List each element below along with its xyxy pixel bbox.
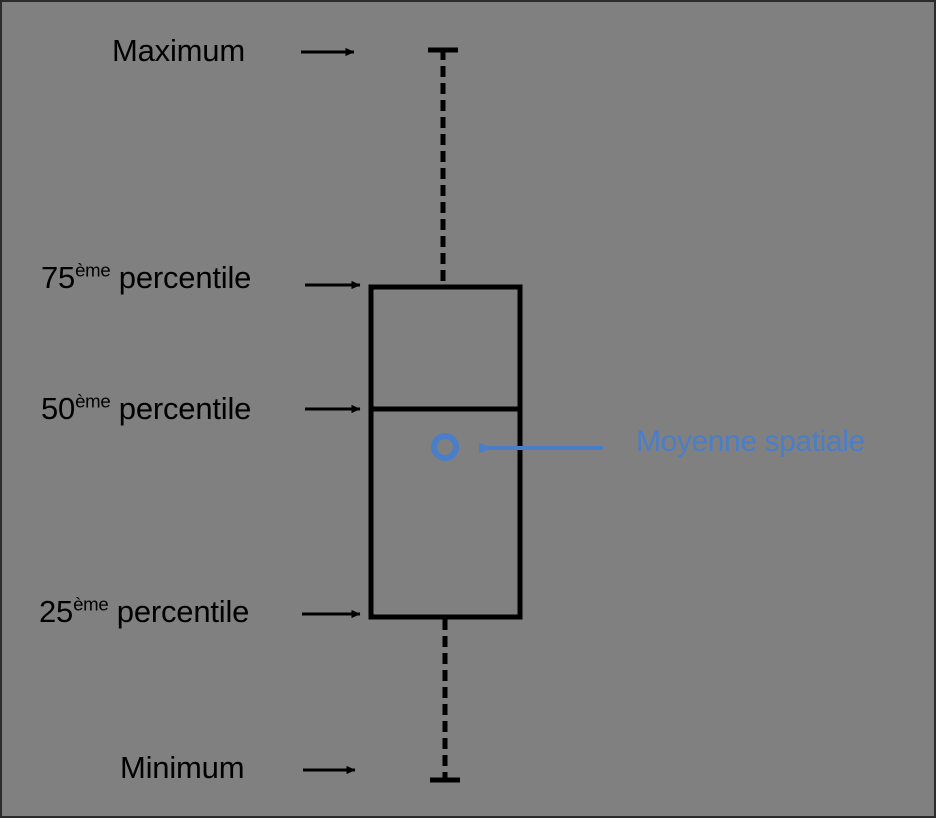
label-p75-ordinal-suffix: ème (75, 259, 111, 281)
label-maximum: Maximum (112, 35, 245, 66)
label-p75-percentile: 75ème percentile (41, 259, 252, 295)
label-p25-ordinal-suffix: ème (73, 593, 109, 615)
mean-circle-marker (431, 433, 459, 461)
label-p25-number: 25 (39, 594, 74, 629)
label-p25-word: percentile (108, 594, 250, 629)
label-p50-word: percentile (110, 391, 252, 426)
label-minimum-text: Minimum (120, 750, 245, 785)
label-p75-word: percentile (110, 260, 252, 295)
label-p75-number: 75 (41, 260, 76, 295)
label-p50-ordinal-suffix: ème (75, 390, 111, 412)
label-p50-number: 50 (41, 391, 76, 426)
label-spatial-mean-text: Moyenne spatiale (636, 425, 865, 458)
label-p25-percentile: 25ème percentile (39, 593, 250, 629)
label-minimum: Minimum (120, 750, 245, 785)
interquartile-box (368, 284, 523, 620)
label-p50-percentile: 50ème percentile (41, 390, 252, 426)
label-spatial-mean: Moyenne spatiale (636, 427, 865, 457)
label-maximum-text: Maximum (112, 33, 245, 68)
